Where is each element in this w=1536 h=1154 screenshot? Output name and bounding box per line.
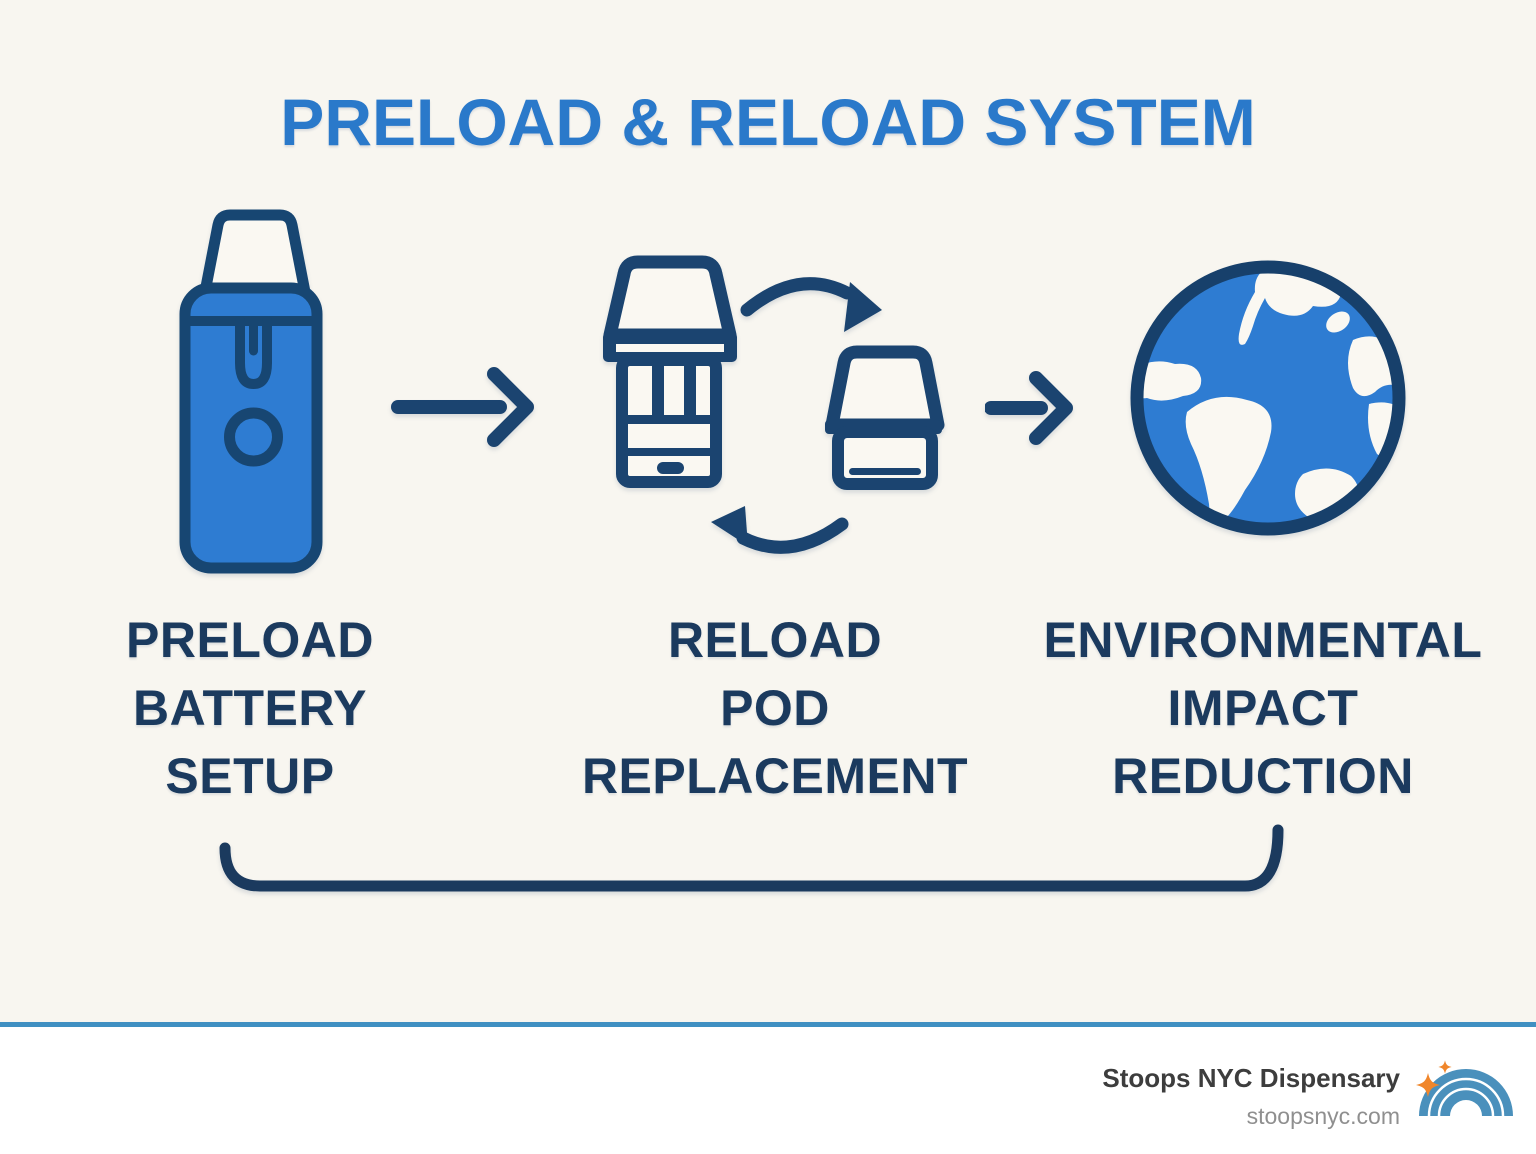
pod-swap-icon: [595, 248, 945, 570]
label-line: SETUP: [165, 748, 335, 804]
label-line: REPLACEMENT: [581, 748, 969, 804]
brand-name: Stoops NYC Dispensary: [1102, 1063, 1400, 1093]
earth-globe-icon: [1125, 252, 1415, 542]
label-line: REDUCTION: [1112, 748, 1414, 804]
step-label-reload-pod-replacement: RELOAD POD REPLACEMENT: [550, 606, 1000, 810]
footer-divider: [0, 1022, 1536, 1027]
label-line: IMPACT: [1167, 680, 1359, 736]
label-line: RELOAD: [667, 612, 883, 668]
label-line: ENVIRONMENTAL: [1043, 612, 1483, 668]
label-line: PRELOAD: [126, 612, 374, 668]
right-arrow-icon: [985, 365, 1085, 455]
connector-bracket: [215, 818, 1290, 898]
footer: Stoops NYC Dispensary stoopsnyc.com: [0, 1027, 1536, 1154]
step-label-preload-battery-setup: PRELOAD BATTERY SETUP: [80, 606, 420, 810]
label-line: POD: [720, 680, 830, 736]
label-line: BATTERY: [132, 680, 368, 736]
vape-battery-icon: [168, 200, 343, 585]
right-arrow-icon: [390, 365, 540, 455]
website-url: stoopsnyc.com: [1246, 1103, 1400, 1129]
step-label-environmental-impact-reduction: ENVIRONMENTAL IMPACT REDUCTION: [1008, 606, 1518, 810]
rainbow-sparkle-icon: [1408, 1058, 1520, 1125]
page-title: PRELOAD & RELOAD SYSTEM: [280, 85, 1256, 159]
footer-text-block: Stoops NYC Dispensary stoopsnyc.com: [1102, 1063, 1400, 1130]
